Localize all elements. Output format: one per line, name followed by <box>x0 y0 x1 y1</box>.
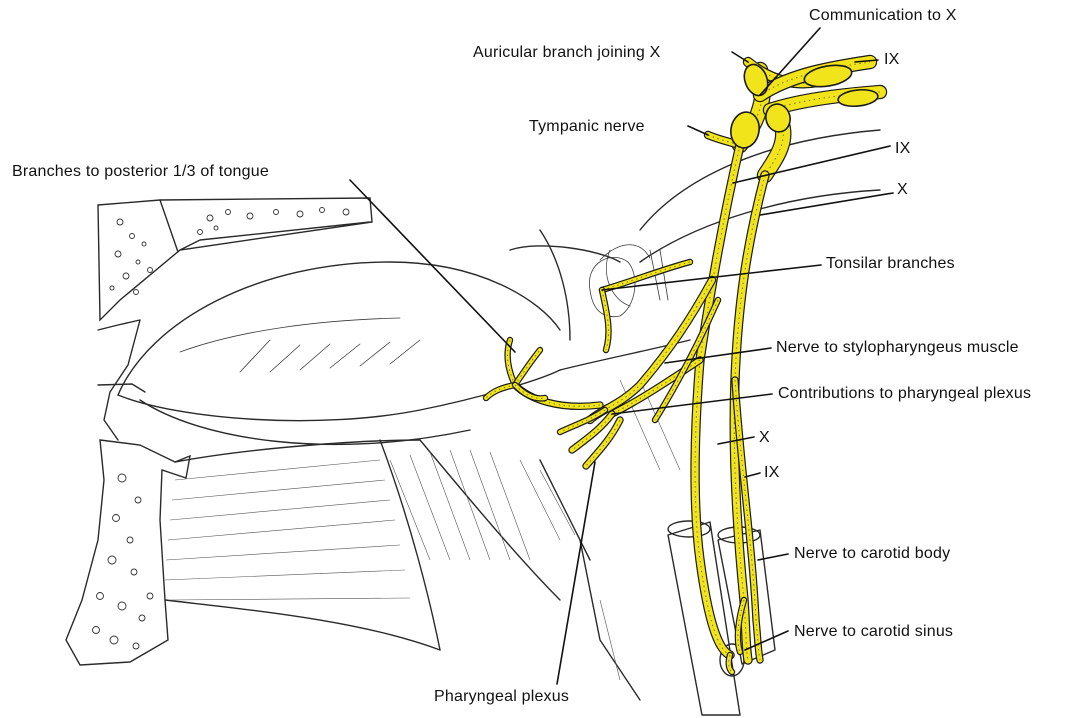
label-tympanic-nerve: Tympanic nerve <box>529 118 645 136</box>
mandible-bone <box>66 320 190 665</box>
label-branches-to-tongue: Branches to posterior 1/3 of tongue <box>12 163 269 181</box>
label-auricular-branch: Auricular branch joining X <box>473 44 661 62</box>
label-nerve-to-carotid-body: Nerve to carotid body <box>794 545 950 563</box>
label-x-lower: X <box>759 429 770 447</box>
label-ix-lower: IX <box>764 464 780 482</box>
label-communication-to-x: Communication to X <box>809 7 957 25</box>
tongue-outline <box>118 262 560 444</box>
label-tonsilar-branches: Tonsilar branches <box>826 255 955 273</box>
label-ix-middle: IX <box>895 140 911 158</box>
label-pharyngeal-plexus: Pharyngeal plexus <box>434 688 569 706</box>
label-nerve-to-carotid-sinus: Nerve to carotid sinus <box>794 623 953 641</box>
label-contributions-to-plexus: Contributions to pharyngeal plexus <box>778 385 1031 403</box>
pharyngeal-muscle-outline <box>165 230 690 700</box>
hard-palate-bone <box>98 198 372 320</box>
label-nerve-to-stylopharyngeus: Nerve to stylopharyngeus muscle <box>776 339 1019 357</box>
label-x-middle: X <box>897 181 908 199</box>
label-ix-top: IX <box>884 51 900 69</box>
glossopharyngeal-nerve <box>486 61 880 672</box>
